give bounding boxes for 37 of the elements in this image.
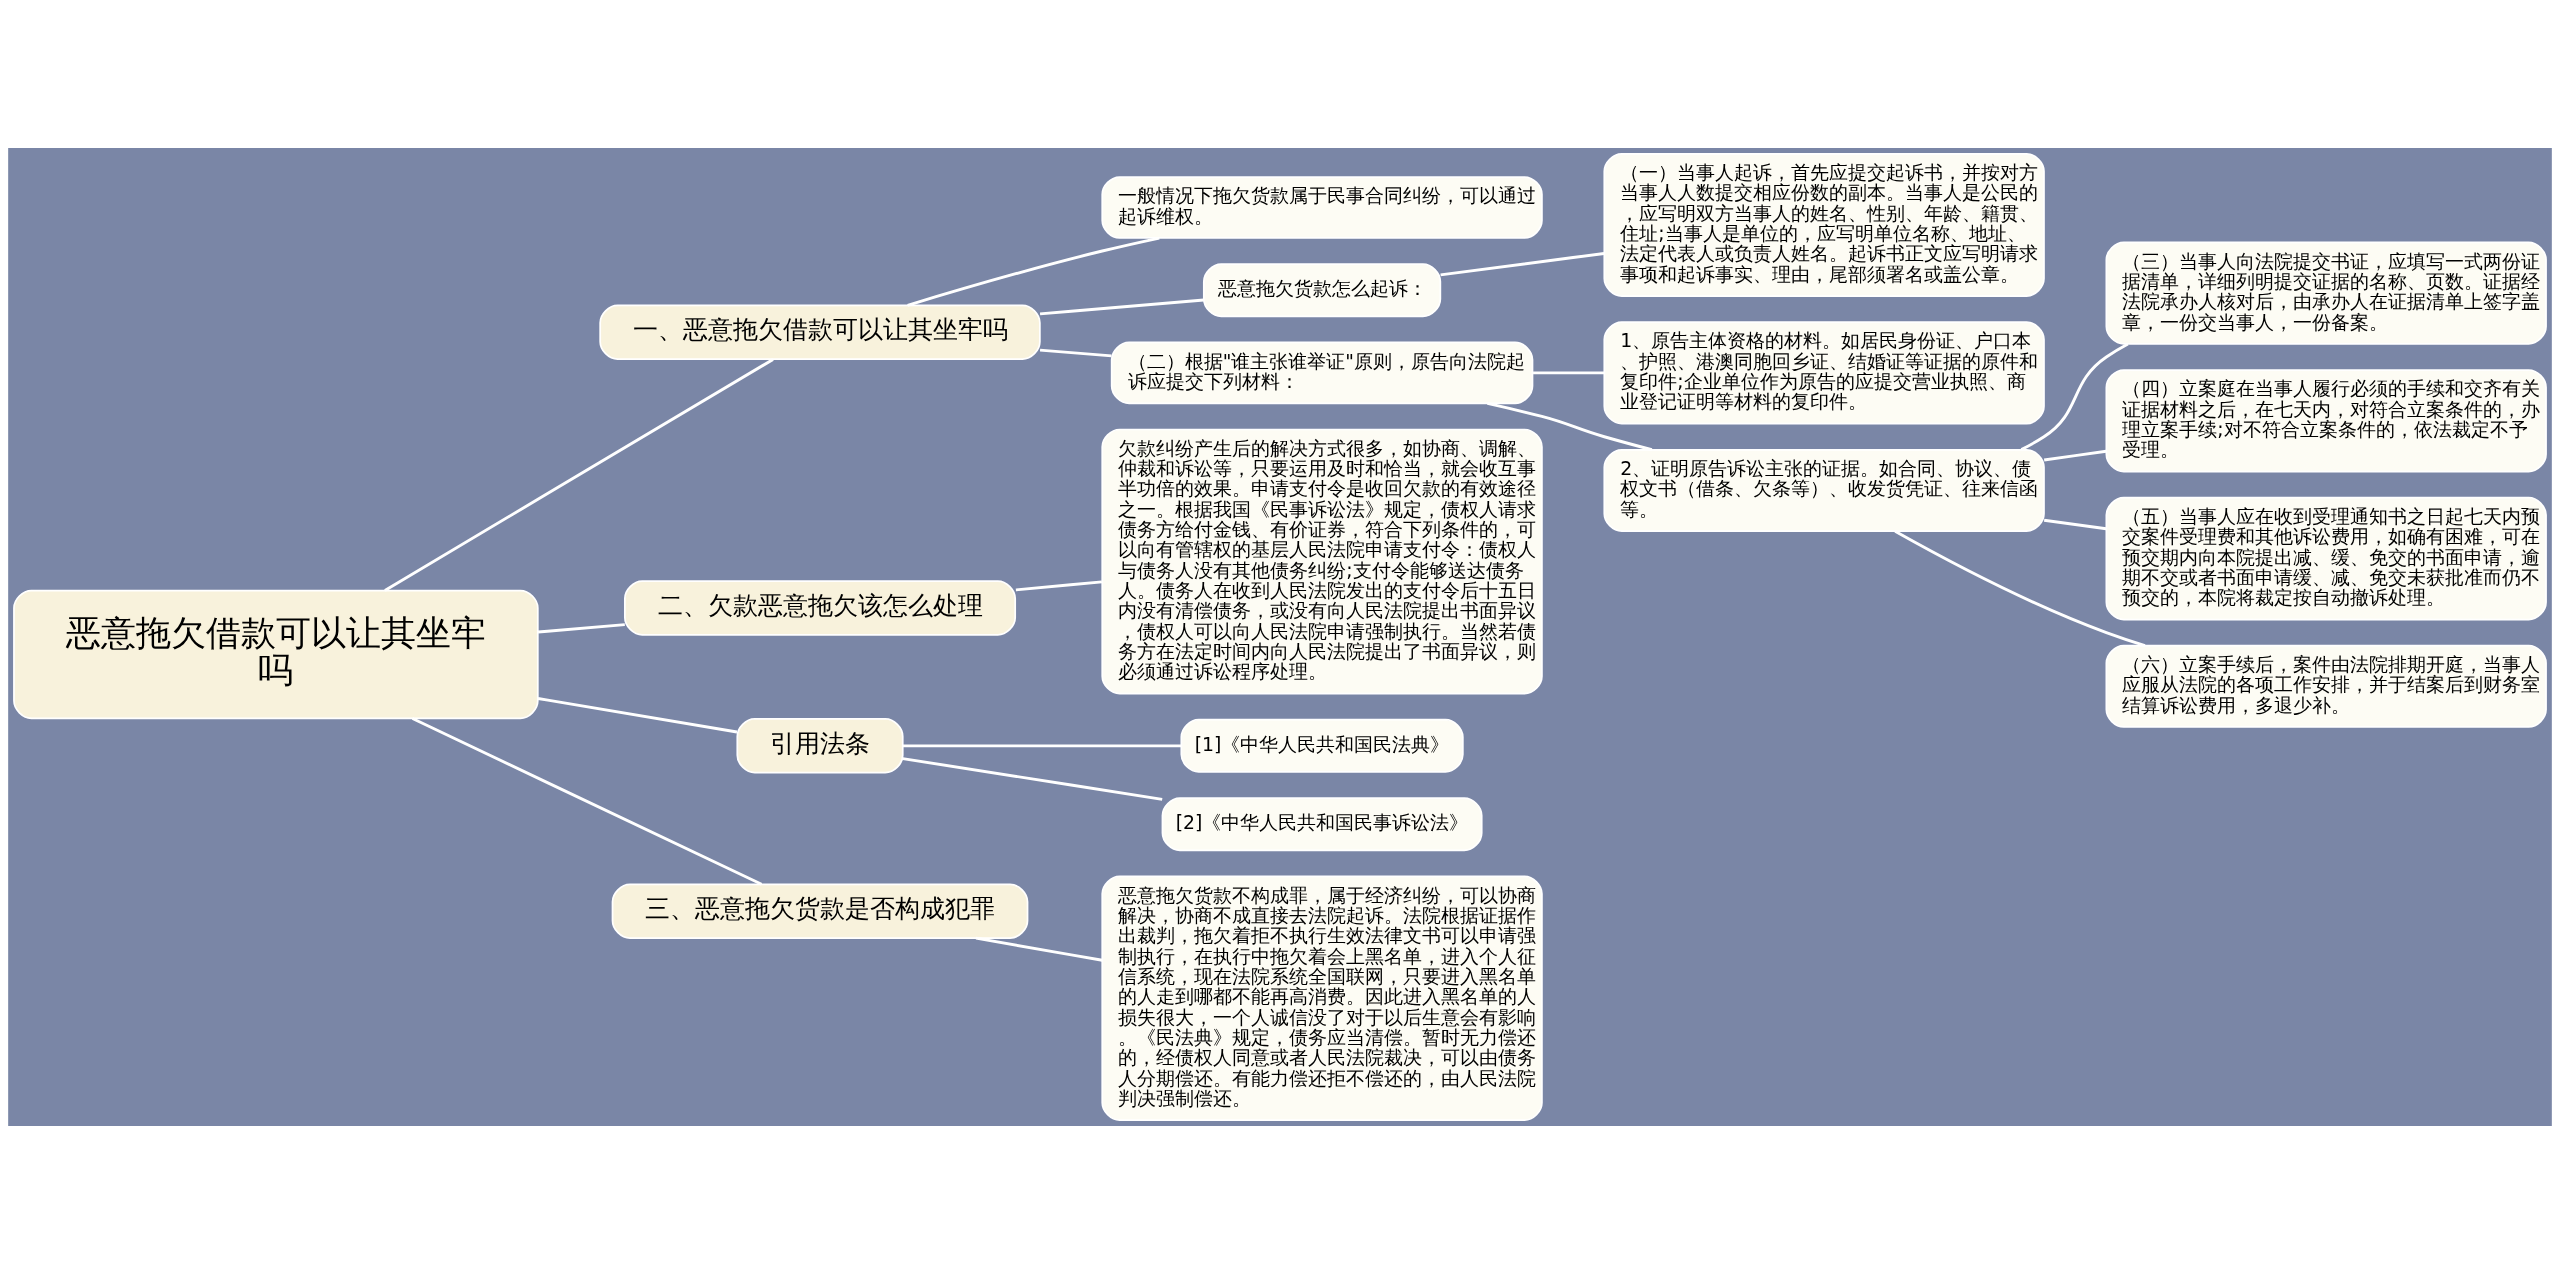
connector	[1894, 529, 2146, 647]
connector	[1039, 348, 1112, 357]
connector	[1487, 401, 1653, 451]
node-box: （一）当事人起诉，首先应提交起诉书，并按对方当事人人数提交相应份数的副本。当事人是公民的，应写明双方当事人的姓名、性别、年龄、籍贯、住址;当事人是单位的，应写明单位名称、地址、法定代表人或负责人姓名。起诉书正文应写明请求事项和起诉事实、理由，尾部须署名或盖公章。	[1603, 152, 2045, 297]
node-box: 引用法条	[736, 717, 904, 774]
node-box: 三、恶意拖欠货款是否构成犯罪	[611, 883, 1029, 939]
node-box: （五）当事人应在收到受理通知书之日起七天内预交案件受理费和其他诉讼费用，如确有困难，可在预交期内向本院提出减、缓、免交的书面申请，逾期不交或者书面申请缓、减、免交未获批准而仍不预交的，本院将裁定按自动撤诉处理。	[2105, 496, 2547, 620]
connector	[2043, 518, 2107, 530]
node-box: （三）当事人向法院提交书证，应填写一式两份证据清单，详细列明提交证据的名称、页数。证据经法院承办人核对后，由承办人在证据清单上签字盖章，一份交当事人，一份备案。	[2105, 240, 2547, 345]
node-box: 欠款纠纷产生后的解决方式很多，如协商、调解、仲裁和诉讼等，只要运用及时和恰当，就会收互事半功倍的效果。申请支付令是收回欠款的有效途径之一。根据我国《民事诉讼法》规定，债权人请求债务方给付金钱、有价证券，符合下列条件的，可以向有管辖权的基层人民法院申请支付令：债权人与债务人没有其他债务纠纷;支付令能够送达债务人。债务人在收到人民法院发出的支付令后十五日内没有清偿债务，或没有向人民法院提出书面异议，债权人可以向人民法院申请强制执行。当然若债务方在法定时间内向人民法院提出了书面异议，则必须通过诉讼程序处理。	[1101, 428, 1543, 694]
node-box: 一般情况下拖欠货款属于民事合同纠纷，可以通过起诉维权。	[1101, 175, 1543, 239]
connector	[907, 236, 1160, 307]
node-box: 2、证明原告诉讼主张的证据。如合同、协议、债权文书（借条、欠条等）、收发货凭证、往来信函等。	[1603, 448, 2045, 532]
node-box: 恶意拖欠货款不构成罪，属于经济纠纷，可以协商解决，协商不成直接去法院起诉。法院根据证据作出裁判，拖欠着拒不执行生效法律文书可以申请强制执行，在执行中拖欠着会上黑名单，进入个人征信系统，现在法院系统全国联网，只要进入黑名单的人走到哪都不能再高消费。因此进入黑名单的人损失很大，一个人诚信没了对于以后生意会有影响。《民法典》规定，债务应当清偿。暂时无力偿还的，经债权人同意或者人民法院裁决，可以由债务人分期偿还。有能力偿还拒不偿还的，由人民法院判决强制偿还。	[1101, 875, 1543, 1121]
connector	[902, 743, 1182, 747]
node-box: （四）立案庭在当事人履行必须的手续和交齐有关证据材料之后，在七天内，对符合立案条件的，办理立案手续;对不符合立案条件的，依法裁定不予受理。	[2105, 368, 2547, 472]
node-box: 二、欠款恶意拖欠该怎么处理	[624, 579, 1017, 636]
node-box: 1、原告主体资格的材料。如居民身份证、户口本、护照、港澳同胞回乡证、结婚证等证据的原件和复印件;企业单位作为原告的应提交营业执照、商业登记证明等材料的复印件。	[1603, 320, 2045, 425]
connector	[1533, 370, 1605, 374]
connector	[1039, 298, 1204, 315]
connector	[1015, 579, 1103, 591]
node-box: [2]《中华人民共和国民事诉讼法》	[1161, 796, 1483, 851]
connector	[537, 696, 738, 733]
connector	[902, 756, 1163, 801]
node-box: 恶意拖欠货款怎么起诉：	[1202, 262, 1442, 317]
connector	[537, 622, 625, 633]
node-box: 一、恶意拖欠借款可以让其坐牢吗	[599, 304, 1041, 360]
node-box: [1]《中华人民共和国民法典》	[1180, 718, 1464, 773]
connector	[2020, 342, 2129, 451]
connector	[2043, 449, 2107, 461]
connector	[1440, 251, 1605, 276]
node-box: 恶意拖欠借款可以让其坐牢吗	[13, 589, 539, 719]
connector	[411, 716, 763, 885]
node-box: （二）根据"谁主张谁举证"原则，原告向法院起诉应提交下列材料：	[1110, 341, 1534, 404]
connector	[384, 357, 774, 592]
connector	[975, 936, 1103, 962]
node-box: （六）立案手续后，案件由法院排期开庭，当事人应服从法院的各项工作安排，并于结案后到财务室结算诉讼费用，多退少补。	[2105, 644, 2547, 728]
